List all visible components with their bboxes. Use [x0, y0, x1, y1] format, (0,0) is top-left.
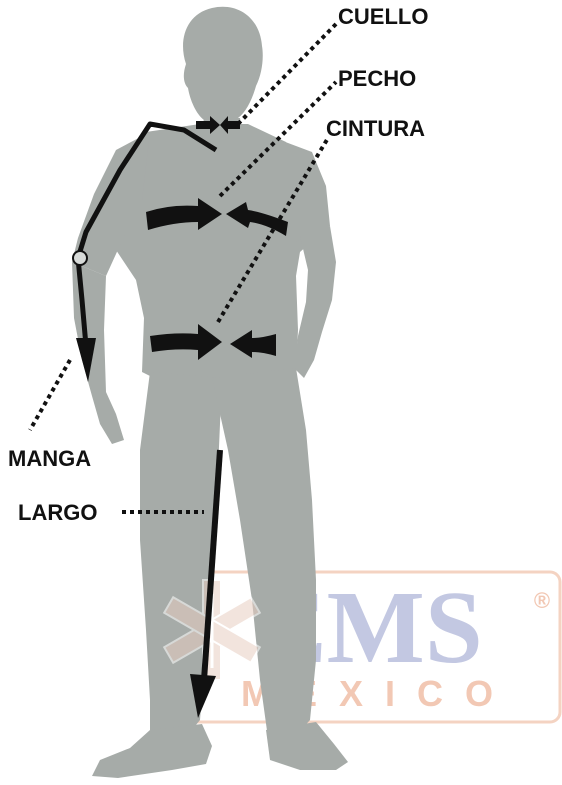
- label-cuello: CUELLO: [338, 4, 428, 29]
- manga-leader: [30, 360, 70, 430]
- label-pecho: PECHO: [338, 66, 416, 91]
- right-shoe: [266, 722, 348, 770]
- left-shoe: [92, 724, 212, 778]
- head: [183, 7, 263, 136]
- watermark-registered-mark: ®: [534, 588, 550, 613]
- label-largo: LARGO: [18, 500, 97, 525]
- right-leg: [212, 368, 316, 742]
- label-cintura: CINTURA: [326, 116, 425, 141]
- elbow-marker: [73, 251, 87, 265]
- label-manga: MANGA: [8, 446, 91, 471]
